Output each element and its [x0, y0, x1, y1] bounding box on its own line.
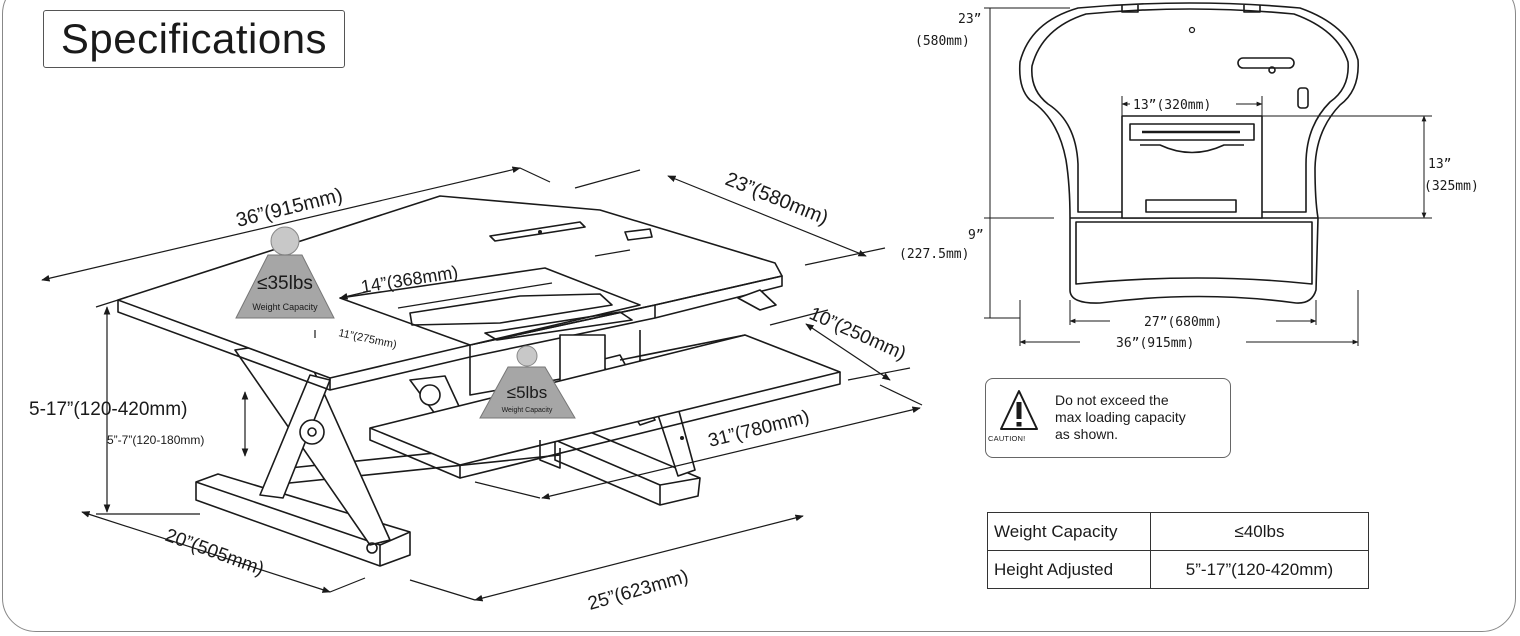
spec-table: Weight Capacity ≤40lbs Height Adjusted 5… — [987, 512, 1369, 589]
label-keyboard-drop: 5”-7”(120-180mm) — [107, 433, 204, 447]
dim-line-base-width — [474, 514, 804, 602]
weight-keyboard-value: ≤5lbs — [507, 383, 548, 402]
dim-line-base-depth — [81, 511, 331, 593]
table-row: Weight Capacity ≤40lbs — [987, 512, 1369, 551]
spec-value: 5”-17”(120-420mm) — [1150, 550, 1369, 589]
spec-value: ≤40lbs — [1150, 512, 1369, 551]
caution-message: Do not exceed the max loading capacity a… — [1055, 392, 1186, 442]
label-width: 36”(915mm) — [234, 184, 345, 232]
dim-line-keyboard-width — [541, 406, 921, 500]
title-box: Specifications — [43, 10, 345, 68]
dim-line-center — [339, 290, 371, 300]
weight-keyboard-caption: Weight Capacity — [502, 407, 553, 414]
spec-label: Weight Capacity — [987, 512, 1151, 551]
weight-tag-keyboard: ≤5lbs Weight Capacity — [479, 345, 576, 419]
dim-line-width — [41, 166, 521, 282]
page-title: Specifications — [60, 15, 328, 62]
label-base-width: 25”(623mm) — [586, 566, 691, 615]
table-row: Height Adjusted 5”-17”(120-420mm) — [987, 550, 1369, 589]
weight-top-caption: Weight Capacity — [252, 302, 318, 312]
spec-label: Height Adjusted — [987, 550, 1151, 589]
dim-line-keyboard-depth — [805, 323, 891, 381]
caution-tag: CAUTION! — [988, 434, 1026, 443]
warning-icon — [1000, 390, 1038, 430]
weight-top-value: ≤35lbs — [257, 273, 313, 294]
label-height: 5-17”(120-420mm) — [29, 399, 187, 420]
dim-line-depth — [667, 175, 867, 257]
caution-box: Do not exceed the max loading capacity a… — [985, 378, 1231, 458]
label-base-depth: 20”(505mm) — [162, 525, 266, 580]
isometric-view: ≤35lbs Weight Capacity ≤5lbs Weight Capa… — [29, 166, 923, 615]
